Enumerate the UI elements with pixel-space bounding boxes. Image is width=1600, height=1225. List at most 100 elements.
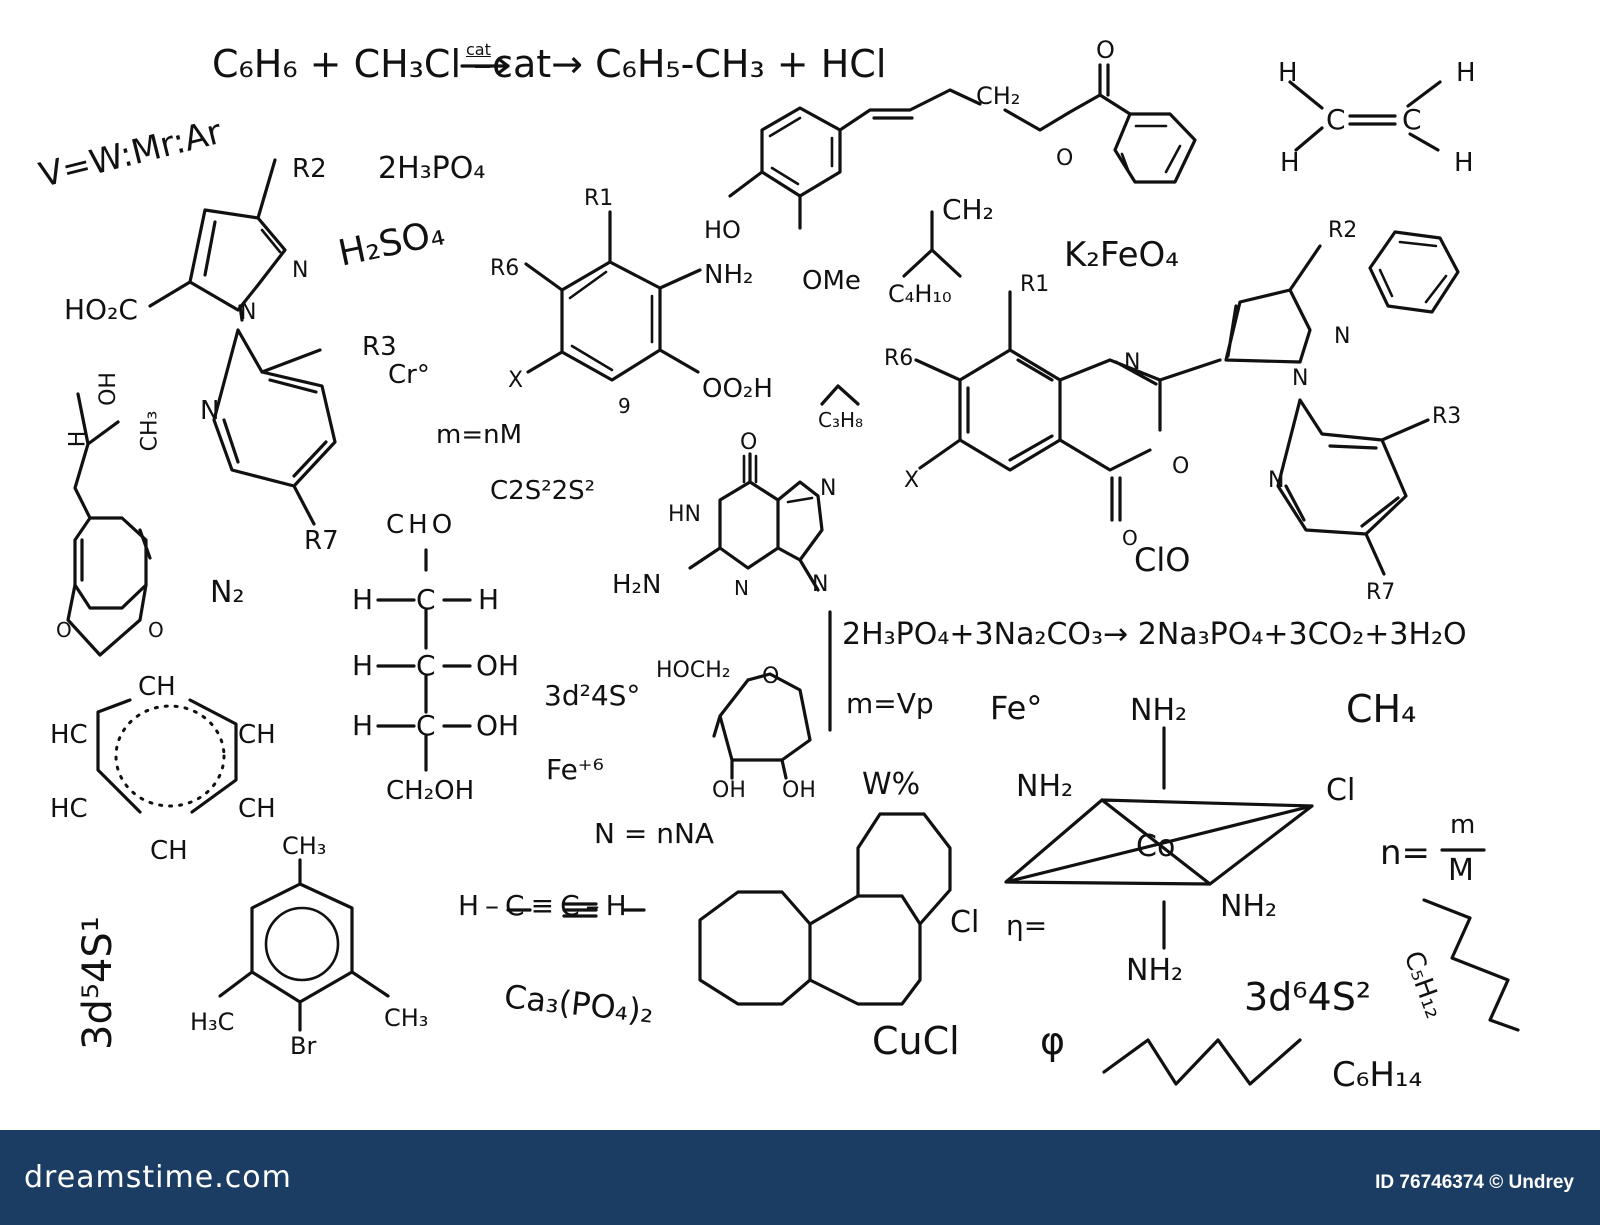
label-ho: HO [704,216,741,244]
cobalt-nh2-left: NH₂ [1016,769,1074,804]
benzoxazinone-r1: R1 [1020,272,1050,297]
benzoxazinone-ring-o: O [1172,454,1190,479]
label-ester-o: O [1056,146,1074,171]
m-nm-formula: m=nM [436,420,523,450]
sugar-h-left3: H [352,709,374,742]
benzoxazinone-carbonyl-o: O [1122,526,1138,550]
benzoxazinone-skeleton [914,290,1222,522]
c3h8-formula: C₃H₈ [818,408,864,432]
guanine-o: O [740,430,758,455]
fe-plus6: Fe⁺⁶ [546,753,604,786]
cucl-formula: CuCl [872,1019,960,1063]
benzene-ch-right1: CH [238,720,276,750]
aniline-nh2: NH₂ [704,260,754,290]
hexane-formula: C₆H₁₄ [1332,1055,1423,1095]
cobalt-nh2-top: NH₂ [1130,693,1188,728]
cobalt-center: Co [1136,829,1176,864]
eta-symbol: η= [1006,909,1048,942]
benzene-hc-left2: HC [50,794,88,824]
pyrazole-ho2c: HO₂C [64,293,138,326]
sidechain-oh: OH [95,372,121,406]
mesitylene-h3c: H₃C [190,1008,235,1036]
guanine-hn: HN [668,502,701,527]
v-equation: V=W:Mr:Ar [35,112,226,196]
pyrazole-left-skeleton [148,158,287,322]
electron-config-3d2: 3d²4S° [544,679,641,712]
k2feo4-formula: K₂FeO₄ [1064,235,1179,275]
acetylene-formula: H–C≡C–H [458,889,633,922]
pyridine-left-skeleton [212,328,337,526]
substituted-aniline-skeleton [524,210,702,382]
fraction-numerator: m [1450,810,1476,840]
fraction-denominator: M [1448,853,1474,888]
benzene-small-skeleton [1368,230,1460,314]
n-nna-formula: N = nNA [594,817,715,850]
n2-formula: N₂ [210,575,245,610]
sugar-h-left1: H [352,583,374,616]
sidechain-ch3: CH₃ [137,410,163,452]
hexane-zigzag [1102,1038,1302,1086]
guanine-n3: N [734,576,749,600]
h3po4-formula: 2H₃PO₄ [378,151,486,186]
phi-symbol: φ [1040,1019,1066,1063]
label-ch2-ester: CH₂ [976,82,1021,110]
ribose-oh1: OH [712,778,746,803]
cr-formula: Cr° [388,360,430,390]
aniline-r1: R1 [584,186,614,211]
pyrazole2-r2: R2 [1328,218,1358,243]
guanine-n7: N [820,476,837,501]
aniline-r6: R6 [490,256,520,281]
methane-formula: CH₄ [1346,687,1417,731]
dreamstime-logo[interactable]: dreamstime.com [24,1160,292,1195]
benzene-ch-bottom: CH [150,836,188,866]
benzene-hc-left1: HC [50,720,88,750]
dioxole-o1: O [56,618,72,642]
clo-formula: ClO [1134,541,1191,579]
sugar-c1: C [416,583,436,616]
benzene-ch-top: CH [138,672,176,702]
structure-lines [66,58,1520,1086]
pyrazole-right-skeleton [1224,244,1322,364]
footer-bar: dreamstime.com ID 76746374 © Undrey [0,1130,1600,1225]
sugar-h-left2: H [352,649,374,682]
electron-config-3d5: 3d⁵4S¹ [75,916,121,1050]
mesitylene-ch3-right: CH₃ [384,1004,429,1032]
ethylene-h2: H [1280,148,1300,178]
mesitylene-ch3-top: CH₃ [282,832,327,860]
benzene-ch-right2: CH [238,794,276,824]
ribose-oh2: OH [782,778,816,803]
cobalt-nh2-right: NH₂ [1220,889,1278,924]
pyridine-n: N [200,396,220,426]
label-ester-carbonyl-o: O [1096,36,1115,64]
propane-skeleton [820,384,860,406]
reaction-2: 2H₃PO₄+3Na₂CO₃→ 2Na₃PO₄+3CO₂+3H₂O [842,617,1467,652]
pyridine2-r7: R7 [1366,580,1396,605]
guanine-n9: N [812,572,829,597]
pyridine2-n: N [1268,468,1285,493]
mesitylene-br: Br [290,1032,317,1060]
sidechain-h: H [65,430,91,448]
sugar-oh3: OH [476,709,520,742]
sugar-c2: C [416,649,436,682]
benzoxazinone-r6: R6 [884,346,914,371]
ribose-o: O [762,664,780,689]
image-credit: ID 76746374 © Undrey [1375,1172,1574,1193]
pyrazole-n1: N [292,258,309,283]
pyrazole2-n2: N [1292,366,1309,391]
pyridine-r7: R7 [304,526,339,556]
sugar-h-right1: H [478,583,500,616]
ch2-isobutane: CH₂ [942,193,994,226]
reaction-1: C₆H₆ + CH₃Cl –cat→ C₆H₅-CH₃ + HCl [212,42,887,86]
ribose-hoch2: HOCH₂ [656,658,731,683]
aniline-x: X [508,368,524,393]
pyridine2-r3: R3 [1432,404,1462,429]
sugar-cho: CHO [386,510,457,540]
pyrazole2-n1: N [1334,324,1351,349]
m-vp-formula: m=Vp [846,687,934,720]
cobalt-cl: Cl [1326,773,1356,808]
fe0-formula: Fe° [990,689,1043,727]
cat-label: cat [466,40,491,59]
n-equals: n= [1380,833,1431,873]
sugar-oh2: OH [476,649,520,682]
w-percent: W% [862,767,921,802]
